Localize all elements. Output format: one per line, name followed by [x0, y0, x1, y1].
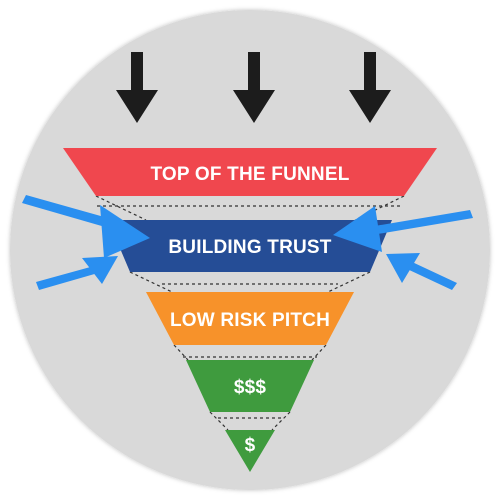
funnel-band-label: $ — [245, 435, 256, 456]
down-arrow-icon — [349, 52, 391, 123]
down-arrow-icon — [116, 52, 158, 123]
funnel-band-3: LOW RISK PITCH — [146, 292, 354, 345]
funnel-band-shape — [186, 360, 314, 412]
funnel-band-5: $ — [225, 430, 275, 472]
down-arrow-icon — [233, 52, 275, 123]
down-arrows — [116, 52, 391, 123]
side-arrow-icon — [22, 195, 150, 258]
funnel-band-2: BUILDING TRUST — [108, 220, 392, 272]
side-arrow-icon — [36, 256, 118, 290]
funnel-band-4: $$$ — [186, 360, 314, 412]
connector-line — [129, 271, 173, 293]
funnel-band-label: BUILDING TRUST — [168, 237, 331, 258]
connector-line — [209, 411, 229, 431]
funnel-band-shape — [146, 292, 354, 345]
funnel-band-label: $$$ — [234, 377, 267, 398]
connector-lines — [95, 195, 405, 431]
side-arrow-icon — [386, 253, 457, 290]
connector-line — [327, 271, 371, 293]
funnel-band-1: TOP OF THE FUNNEL — [63, 148, 437, 196]
funnel-band-shape — [225, 430, 275, 472]
side-arrow-icon — [333, 206, 473, 252]
connector-line — [271, 411, 291, 431]
funnel-band-shape — [63, 148, 437, 196]
funnel-band-label: LOW RISK PITCH — [170, 310, 330, 331]
funnel-band-label: TOP OF THE FUNNEL — [150, 164, 349, 185]
funnel-band-shape — [108, 220, 392, 272]
side-arrows — [22, 195, 473, 290]
